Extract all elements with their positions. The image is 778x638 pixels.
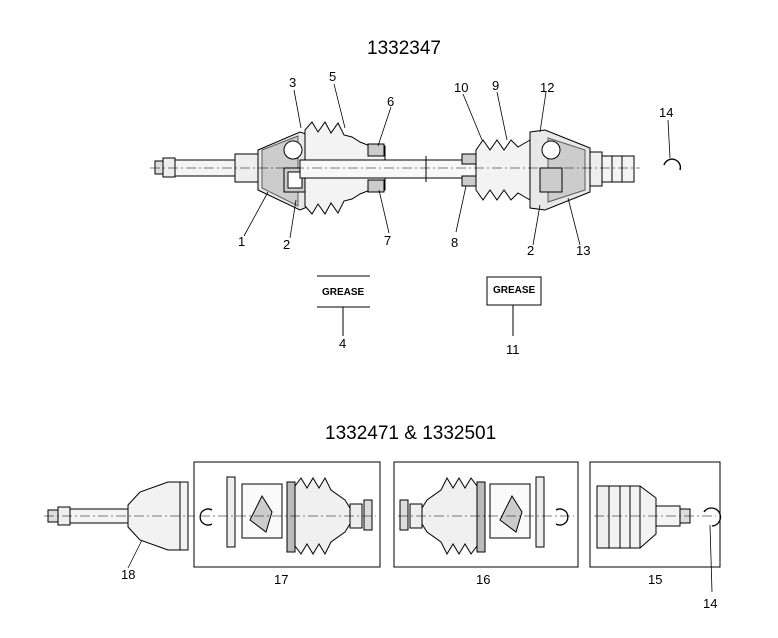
callout-6: 6	[387, 94, 395, 109]
callout-11: 11	[506, 342, 520, 357]
callout-16: 16	[476, 572, 491, 587]
grease-label-4: GREASE	[322, 287, 365, 298]
grease-box-4	[317, 275, 370, 336]
callout-8: 8	[451, 235, 459, 250]
top-axle-shaft-assembly	[150, 121, 682, 215]
callout-12: 12	[540, 80, 555, 95]
callout-17: 17	[274, 572, 289, 587]
callout-3: 3	[289, 75, 297, 90]
bottom-leader-lines	[127, 524, 713, 593]
callout-7: 7	[384, 233, 392, 248]
callout-2-left: 2	[283, 237, 291, 252]
grease-label-11: GREASE	[493, 285, 536, 296]
callout-2-right: 2	[527, 243, 535, 258]
callout-14-bottom: 14	[703, 596, 718, 611]
callout-4: 4	[339, 336, 347, 351]
callout-18: 18	[121, 567, 136, 582]
grease-box-11	[486, 276, 542, 336]
top-diagram-title: 1332347	[367, 38, 441, 59]
callout-10: 10	[454, 80, 469, 95]
callout-9: 9	[492, 78, 500, 93]
callout-5: 5	[329, 69, 337, 84]
bottom-axle-assembly	[44, 461, 722, 568]
callout-13: 13	[576, 243, 591, 258]
callout-14-top: 14	[659, 105, 674, 120]
top-leader-lines	[243, 83, 671, 246]
bottom-diagram-title: 1332471 & 1332501	[325, 423, 497, 444]
callout-15: 15	[648, 572, 663, 587]
callout-1: 1	[238, 234, 246, 249]
